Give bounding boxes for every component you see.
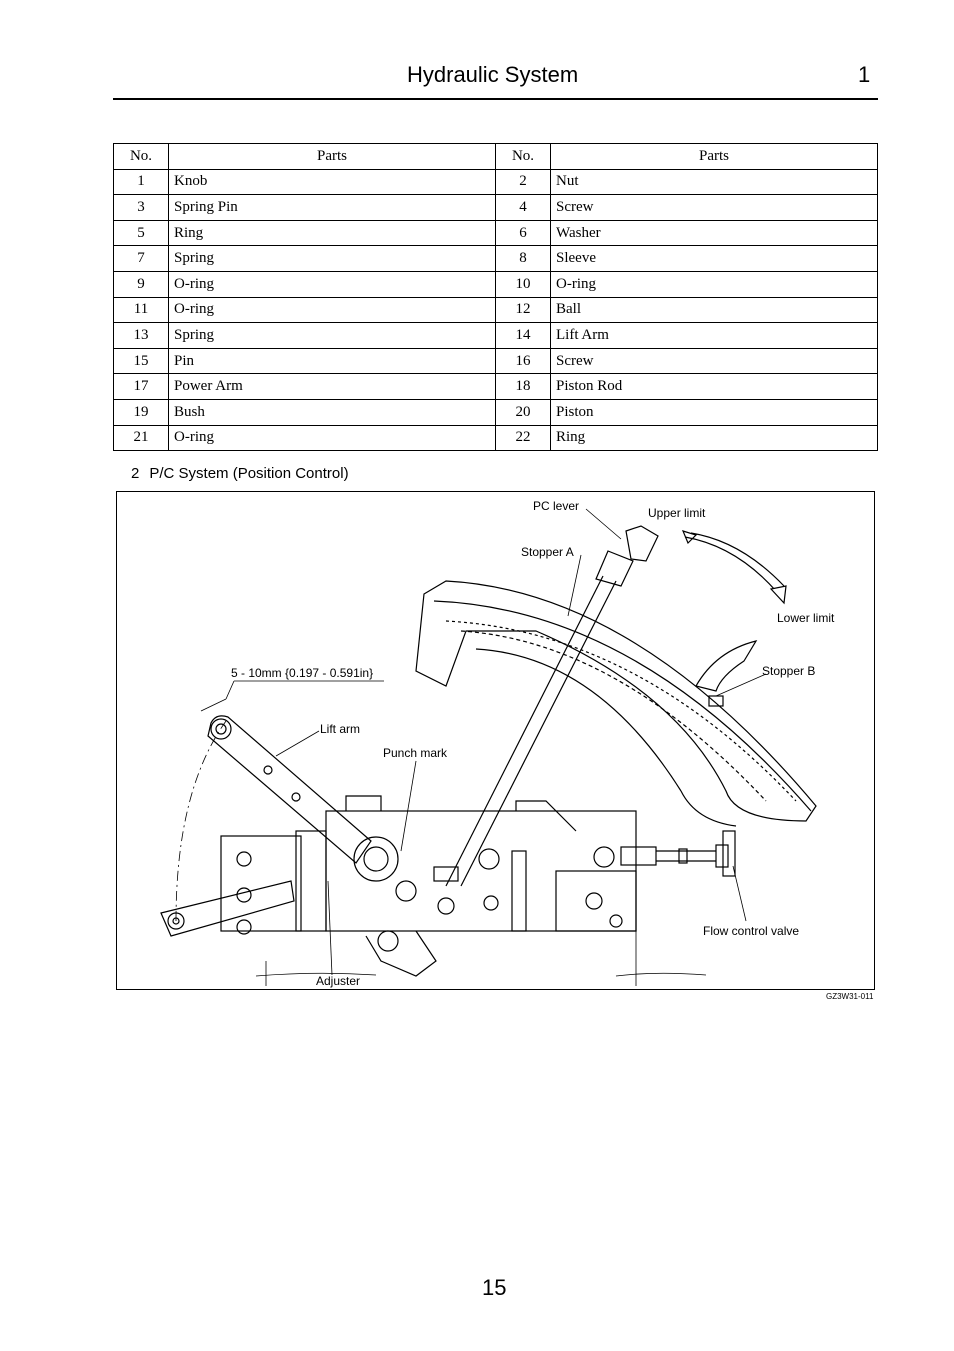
part-name: Knob — [168, 168, 496, 196]
label-dimension: 5 - 10mm {0.197 - 0.591in} — [231, 666, 373, 680]
travel-range-arrow — [681, 530, 787, 605]
label-punch-mark: Punch mark — [383, 746, 448, 760]
part-number: 4 — [495, 194, 551, 221]
lift-arm-arc — [175, 720, 227, 922]
part-number: 1 — [113, 168, 169, 196]
part-number: 11 — [113, 296, 169, 324]
figure-frame — [116, 491, 875, 990]
control-valve-body — [160, 795, 637, 977]
part-number: 22 — [495, 424, 551, 452]
part-number: 15 — [113, 347, 169, 375]
label-flow-control-valve: Flow control valve — [703, 924, 799, 938]
pc-system-diagram: PC lever Upper limit Stopper A Lower lim… — [160, 499, 835, 988]
part-name: O-ring — [168, 296, 496, 324]
part-name: Spring Pin — [168, 194, 496, 221]
part-name: Washer — [550, 219, 878, 247]
label-adjuster: Adjuster — [316, 974, 360, 988]
part-name: Pin — [168, 347, 496, 375]
part-name: Spring — [168, 245, 496, 272]
ground-lines — [255, 931, 707, 986]
dimension-marker — [200, 680, 384, 712]
flow-control-valve — [620, 830, 736, 877]
part-name: Lift Arm — [550, 322, 878, 349]
part-number: 8 — [495, 245, 551, 272]
label-upper-limit: Upper limit — [648, 506, 706, 520]
part-number: 2 — [495, 168, 551, 196]
part-number: 21 — [113, 424, 169, 452]
part-name: Piston — [550, 398, 878, 426]
part-number: 12 — [495, 296, 551, 324]
label-pc-lever: PC lever — [533, 499, 579, 513]
section-caption: 2 P/C System (Position Control) — [131, 465, 349, 482]
parts-table-header-row: No. Parts No. Parts — [113, 143, 878, 170]
column-header-no: No. — [495, 143, 551, 170]
part-number: 18 — [495, 373, 551, 400]
part-name: Ball — [550, 296, 878, 324]
part-name: Power Arm — [168, 373, 496, 400]
lift-arm — [207, 715, 372, 864]
part-name: Piston Rod — [550, 373, 878, 400]
label-stopper-a: Stopper A — [521, 545, 574, 559]
part-name: Screw — [550, 194, 878, 221]
column-header-no: No. — [113, 143, 169, 170]
leader-lines — [275, 508, 767, 976]
figure-id: GZ3W31-011 — [826, 992, 874, 1001]
pc-lever — [445, 525, 659, 887]
section-number: 2 — [131, 465, 140, 482]
stopper-b-block — [695, 640, 758, 707]
page-title: Hydraulic System — [407, 62, 579, 87]
part-name: Ring — [550, 424, 878, 452]
label-lift-arm: Lift arm — [320, 722, 360, 736]
part-number: 7 — [113, 245, 169, 272]
part-number: 10 — [495, 270, 551, 298]
part-name: Spring — [168, 322, 496, 349]
part-name: Screw — [550, 347, 878, 375]
part-number: 13 — [113, 322, 169, 349]
part-name: O-ring — [168, 424, 496, 452]
part-number: 14 — [495, 322, 551, 349]
part-number: 17 — [113, 373, 169, 400]
header-rule — [113, 98, 878, 100]
part-number: 6 — [495, 219, 551, 247]
part-name: Sleeve — [550, 245, 878, 272]
part-number: 5 — [113, 219, 169, 247]
lever-quadrant — [415, 580, 817, 827]
label-stopper-b: Stopper B — [762, 664, 815, 678]
part-name: Bush — [168, 398, 496, 426]
page-number: 15 — [482, 1275, 507, 1300]
part-number: 9 — [113, 270, 169, 298]
part-number: 19 — [113, 398, 169, 426]
part-name: Nut — [550, 168, 878, 196]
part-name: O-ring — [550, 270, 878, 298]
part-name: Ring — [168, 219, 496, 247]
column-header-parts: Parts — [550, 143, 878, 170]
label-lower-limit: Lower limit — [777, 611, 835, 625]
part-number: 20 — [495, 398, 551, 426]
section-title: P/C System (Position Control) — [149, 465, 349, 482]
column-header-parts: Parts — [168, 143, 496, 170]
chapter-number: 1 — [858, 62, 871, 87]
part-name: O-ring — [168, 270, 496, 298]
part-number: 3 — [113, 194, 169, 221]
part-number: 16 — [495, 347, 551, 375]
